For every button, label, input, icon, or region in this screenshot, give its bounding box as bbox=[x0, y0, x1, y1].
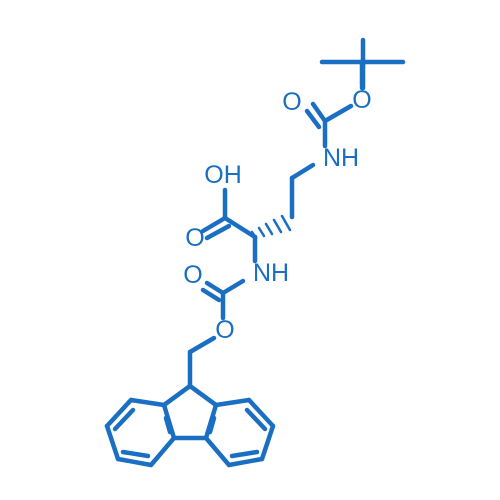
bond bbox=[203, 435, 232, 468]
bond bbox=[187, 335, 217, 355]
bond bbox=[207, 415, 217, 435]
bond bbox=[220, 278, 246, 296]
bond bbox=[244, 407, 268, 432]
bond bbox=[200, 215, 228, 234]
atom-label-oh-acid: OH bbox=[204, 161, 242, 189]
bond bbox=[259, 423, 276, 462]
bond bbox=[104, 423, 121, 462]
atom-label-n-fmoc: NH bbox=[253, 259, 289, 287]
bond bbox=[128, 397, 167, 408]
bond bbox=[163, 415, 173, 435]
atom-label-o-fmoc-carbonyl: O bbox=[183, 261, 202, 289]
atom-label-o-acid-carbonyl: O bbox=[185, 224, 204, 252]
bond bbox=[204, 280, 226, 296]
bond bbox=[304, 108, 322, 130]
bond bbox=[322, 103, 354, 124]
bond bbox=[310, 101, 328, 124]
atom-label-n-boc: NH bbox=[323, 144, 359, 172]
bond bbox=[115, 456, 154, 468]
bond bbox=[222, 215, 258, 240]
bond bbox=[161, 383, 193, 408]
bond bbox=[112, 407, 136, 432]
hashed-stereo-bond bbox=[250, 214, 292, 240]
bond bbox=[120, 449, 151, 459]
atom-labels: O O NH OH O NH O O bbox=[183, 86, 371, 344]
atom-label-o-boc-carbonyl: O bbox=[282, 88, 301, 116]
bonds bbox=[104, 37, 406, 468]
atom-label-o-fmoc-ester: O bbox=[215, 316, 234, 344]
bond bbox=[200, 287, 222, 303]
bond bbox=[148, 435, 177, 468]
bond bbox=[226, 456, 265, 468]
bond bbox=[204, 223, 232, 241]
bond bbox=[104, 397, 134, 429]
bond bbox=[246, 397, 276, 429]
bond bbox=[187, 383, 219, 408]
atom-label-o-boc-ester: O bbox=[352, 86, 371, 114]
bond bbox=[213, 397, 252, 408]
bond bbox=[289, 162, 316, 181]
bond bbox=[229, 449, 260, 459]
